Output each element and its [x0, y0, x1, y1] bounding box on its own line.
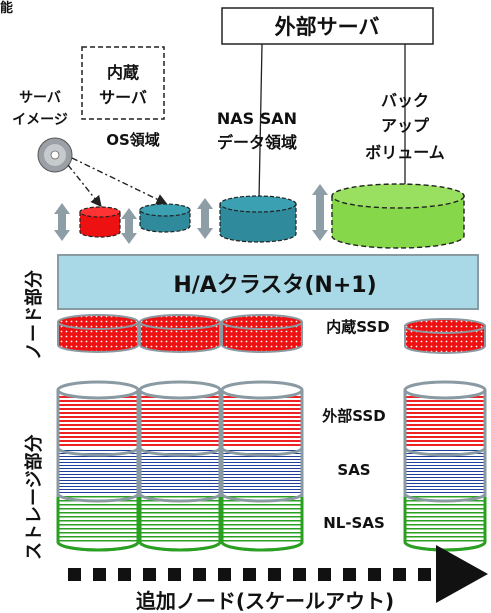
internal-ssd-cylinders: [57, 314, 486, 354]
server-image-line2: イメージ: [12, 112, 68, 128]
storage-stack-4: [403, 380, 487, 552]
cluster-bar: [57, 254, 479, 310]
node-part-label: ノード部分: [23, 270, 45, 360]
scale-out-arrow: [68, 545, 488, 603]
cluster-label: H/Aクラスタ(N+1): [173, 273, 376, 298]
storage-stack-3: [220, 380, 304, 552]
nas-teal-cylinder: [219, 195, 297, 243]
server-image-line1: サーバ: [19, 90, 61, 106]
storage-stack-2: [138, 380, 222, 552]
dashdot-arrow-2: [71, 157, 168, 205]
os-teal-cylinder: [139, 203, 191, 233]
backup-line3: ボリューム: [365, 143, 445, 162]
storage-part-label: ストレージ部分: [23, 434, 45, 560]
connector-nas: [258, 43, 263, 201]
external-ssd-label: 外部SSD: [321, 407, 385, 425]
disc-icon: [37, 137, 73, 173]
storage-stack-1: [56, 380, 140, 552]
internal-server-line2: サーバ: [99, 88, 147, 107]
os-red-cylinder: [79, 206, 121, 238]
internal-ssd-label: 内蔵SSD: [326, 318, 389, 336]
nl-sas-label: NL-SAS: [323, 514, 385, 532]
gray-double-arrows: [54, 184, 328, 244]
nas-san-line1: NAS SAN: [217, 109, 297, 128]
internal-server-line1: 内蔵: [107, 63, 139, 82]
corner-text: 能: [0, 0, 13, 16]
bottom-label: 追加ノード(スケールアウト): [136, 589, 394, 613]
backup-green-cylinder: [331, 183, 465, 249]
nas-san-line2: データ領域: [217, 133, 297, 152]
external-server-box: [221, 7, 434, 45]
internal-server-box: [81, 46, 165, 120]
external-server-label: 外部サーバ: [275, 15, 380, 39]
dashdot-arrow-1: [67, 164, 102, 208]
sas-label: SAS: [337, 461, 370, 479]
os-area-label: OS領域: [106, 131, 160, 149]
backup-line2: アップ: [381, 116, 430, 135]
backup-line1: バック: [381, 91, 429, 110]
